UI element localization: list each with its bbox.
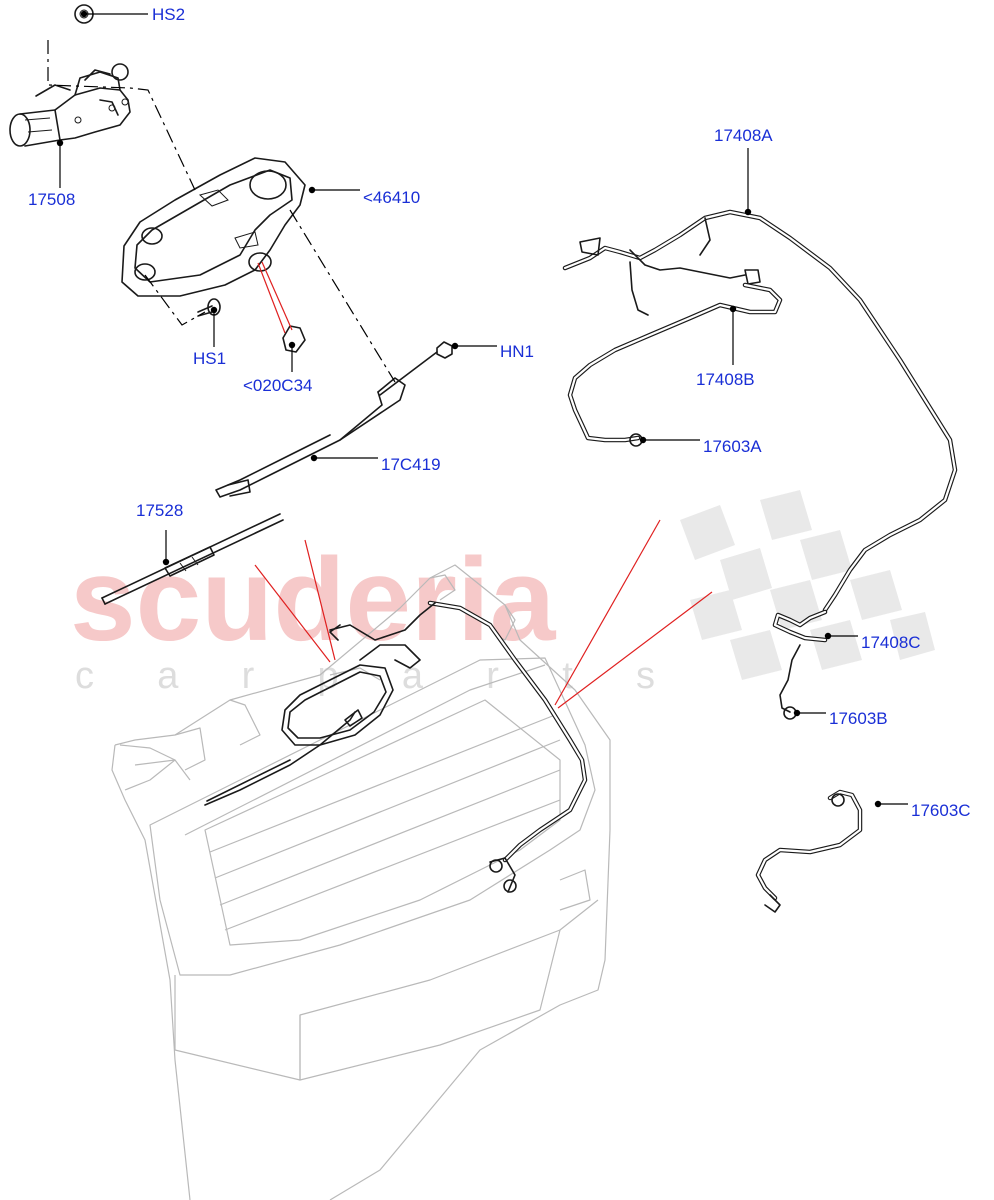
callout-labels: HS2 17508 <46410 HS1 <020C34 HN1 17C419 … — [28, 5, 971, 820]
label-020c34: <020C34 — [243, 376, 312, 395]
watermark-checker-icon — [680, 490, 935, 680]
label-hs1: HS1 — [193, 349, 226, 368]
callout-leaders — [56, 10, 908, 808]
label-46410: <46410 — [363, 188, 420, 207]
label-17603a: 17603A — [703, 437, 762, 456]
label-17603c: 17603C — [911, 801, 971, 820]
watermark-sub: c a r p a r t s — [75, 655, 655, 697]
label-17528: 17528 — [136, 501, 183, 520]
label-17408a: 17408A — [714, 126, 773, 145]
grommet-020c34 — [282, 325, 306, 353]
washer-hose-17408a — [562, 209, 958, 613]
label-hs2: HS2 — [152, 5, 185, 24]
nut-hn1 — [436, 341, 453, 359]
washer-hose-17603c — [755, 789, 863, 913]
alignment-lines — [47, 40, 396, 383]
label-17408c: 17408C — [861, 633, 921, 652]
label-17c419: 17C419 — [381, 455, 441, 474]
label-17408b: 17408B — [696, 370, 755, 389]
label-17603b: 17603B — [829, 709, 888, 728]
wiper-arm — [215, 351, 438, 498]
label-17508: 17508 — [28, 190, 75, 209]
watermark-main: scuderia — [70, 534, 557, 666]
watermark: scuderia c a r p a r t s — [70, 490, 935, 697]
washer-hose-17408b — [567, 282, 783, 447]
tailgate-body — [111, 564, 611, 1200]
label-hn1: HN1 — [500, 342, 534, 361]
wiper-motor-cover — [121, 157, 306, 297]
wiper-blade — [101, 513, 284, 605]
washer-hose-17408c — [772, 609, 828, 720]
tailgate-washer-hose — [204, 600, 588, 893]
wiper-motor — [9, 63, 131, 147]
red-leaders — [254, 261, 713, 709]
